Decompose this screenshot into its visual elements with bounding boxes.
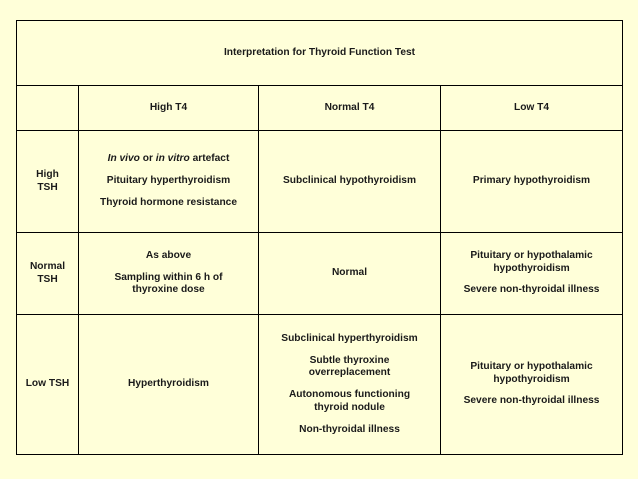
table-title: Interpretation for Thyroid Function Test <box>15 20 624 86</box>
cell-line: Normal <box>331 267 368 279</box>
row-label-line: Normal <box>29 260 66 272</box>
cell-text-artefact: artefact <box>189 153 230 165</box>
cell-line: Autonomous functioning thyroid nodule <box>288 389 411 413</box>
column-header-normal-t4: Normal T4 <box>258 85 441 131</box>
cell-line: Primary hypothyroidism <box>472 175 591 187</box>
cell-line: Severe non-thyroidal illness <box>463 395 600 407</box>
thyroid-function-table: Interpretation for Thyroid Function Test… <box>15 20 624 455</box>
cell-line: Severe non-thyroidal illness <box>463 284 600 296</box>
row-header-normal-tsh: Normal TSH <box>16 232 79 315</box>
title-row: Interpretation for Thyroid Function Test <box>15 20 624 86</box>
cell-line: Sampling within 6 h of thyroxine dose <box>114 271 223 296</box>
cell-high-tsh-normal-t4: Subclinical hypothyroidism <box>258 130 441 233</box>
cell-line-artefact: In vivo or in vitro artefact <box>83 153 254 166</box>
row-header-low-tsh: Low TSH <box>16 314 79 455</box>
cell-italic-in-vivo: In vivo <box>107 153 140 165</box>
cell-line: Subclinical hypothyroidism <box>282 175 417 187</box>
cell-line: Pituitary or hypothalamic hypothyroidism <box>470 360 593 385</box>
row-label-line: Low TSH <box>25 378 70 390</box>
row-label-line: TSH <box>37 273 58 285</box>
cell-normal-tsh-normal-t4: Normal <box>258 232 441 315</box>
cell-line: Subtle thyroxine overreplacement <box>308 354 391 379</box>
column-header-high-t4: High T4 <box>78 85 259 131</box>
cell-line: Pituitary or hypothalamic hypothyroidism <box>470 249 593 274</box>
cell-line: Hyperthyroidism <box>128 378 209 390</box>
cell-line: Non-thyroidal illness <box>299 423 400 435</box>
column-header-row: High T4 Normal T4 Low T4 <box>16 85 624 131</box>
table-row-high-tsh: High TSH In vivo or in vitro artefact Pi… <box>16 130 624 233</box>
cell-low-tsh-normal-t4: Subclinical hyperthyroidism Subtle thyro… <box>258 314 441 455</box>
cell-normal-tsh-high-t4: As above Sampling within 6 h of thyroxin… <box>78 232 259 315</box>
cell-text-or: or <box>139 153 156 165</box>
cell-low-tsh-high-t4: Hyperthyroidism <box>78 314 259 455</box>
cell-low-tsh-low-t4: Pituitary or hypothalamic hypothyroidism… <box>439 314 624 455</box>
row-label-line: TSH <box>37 181 58 193</box>
table-row-low-tsh: Low TSH Hyperthyroidism Subclinical hype… <box>16 314 624 455</box>
row-header-high-tsh: High TSH <box>16 130 79 233</box>
cell-line: As above <box>145 249 192 261</box>
cell-line: Thyroid hormone resistance <box>100 196 237 208</box>
corner-cell <box>16 85 79 131</box>
column-header-low-t4: Low T4 <box>439 85 624 131</box>
cell-high-tsh-high-t4: In vivo or in vitro artefact Pituitary h… <box>78 130 259 233</box>
table-row-normal-tsh: Normal TSH As above Sampling within 6 h … <box>16 232 624 315</box>
cell-normal-tsh-low-t4: Pituitary or hypothalamic hypothyroidism… <box>439 232 624 315</box>
cell-italic-in-vitro: in vitro <box>155 153 190 165</box>
row-label-line: High <box>36 168 59 180</box>
cell-high-tsh-low-t4: Primary hypothyroidism <box>439 130 624 233</box>
cell-line: Subclinical hyperthyroidism <box>281 332 418 344</box>
cell-line: Pituitary hyperthyroidism <box>106 175 231 187</box>
